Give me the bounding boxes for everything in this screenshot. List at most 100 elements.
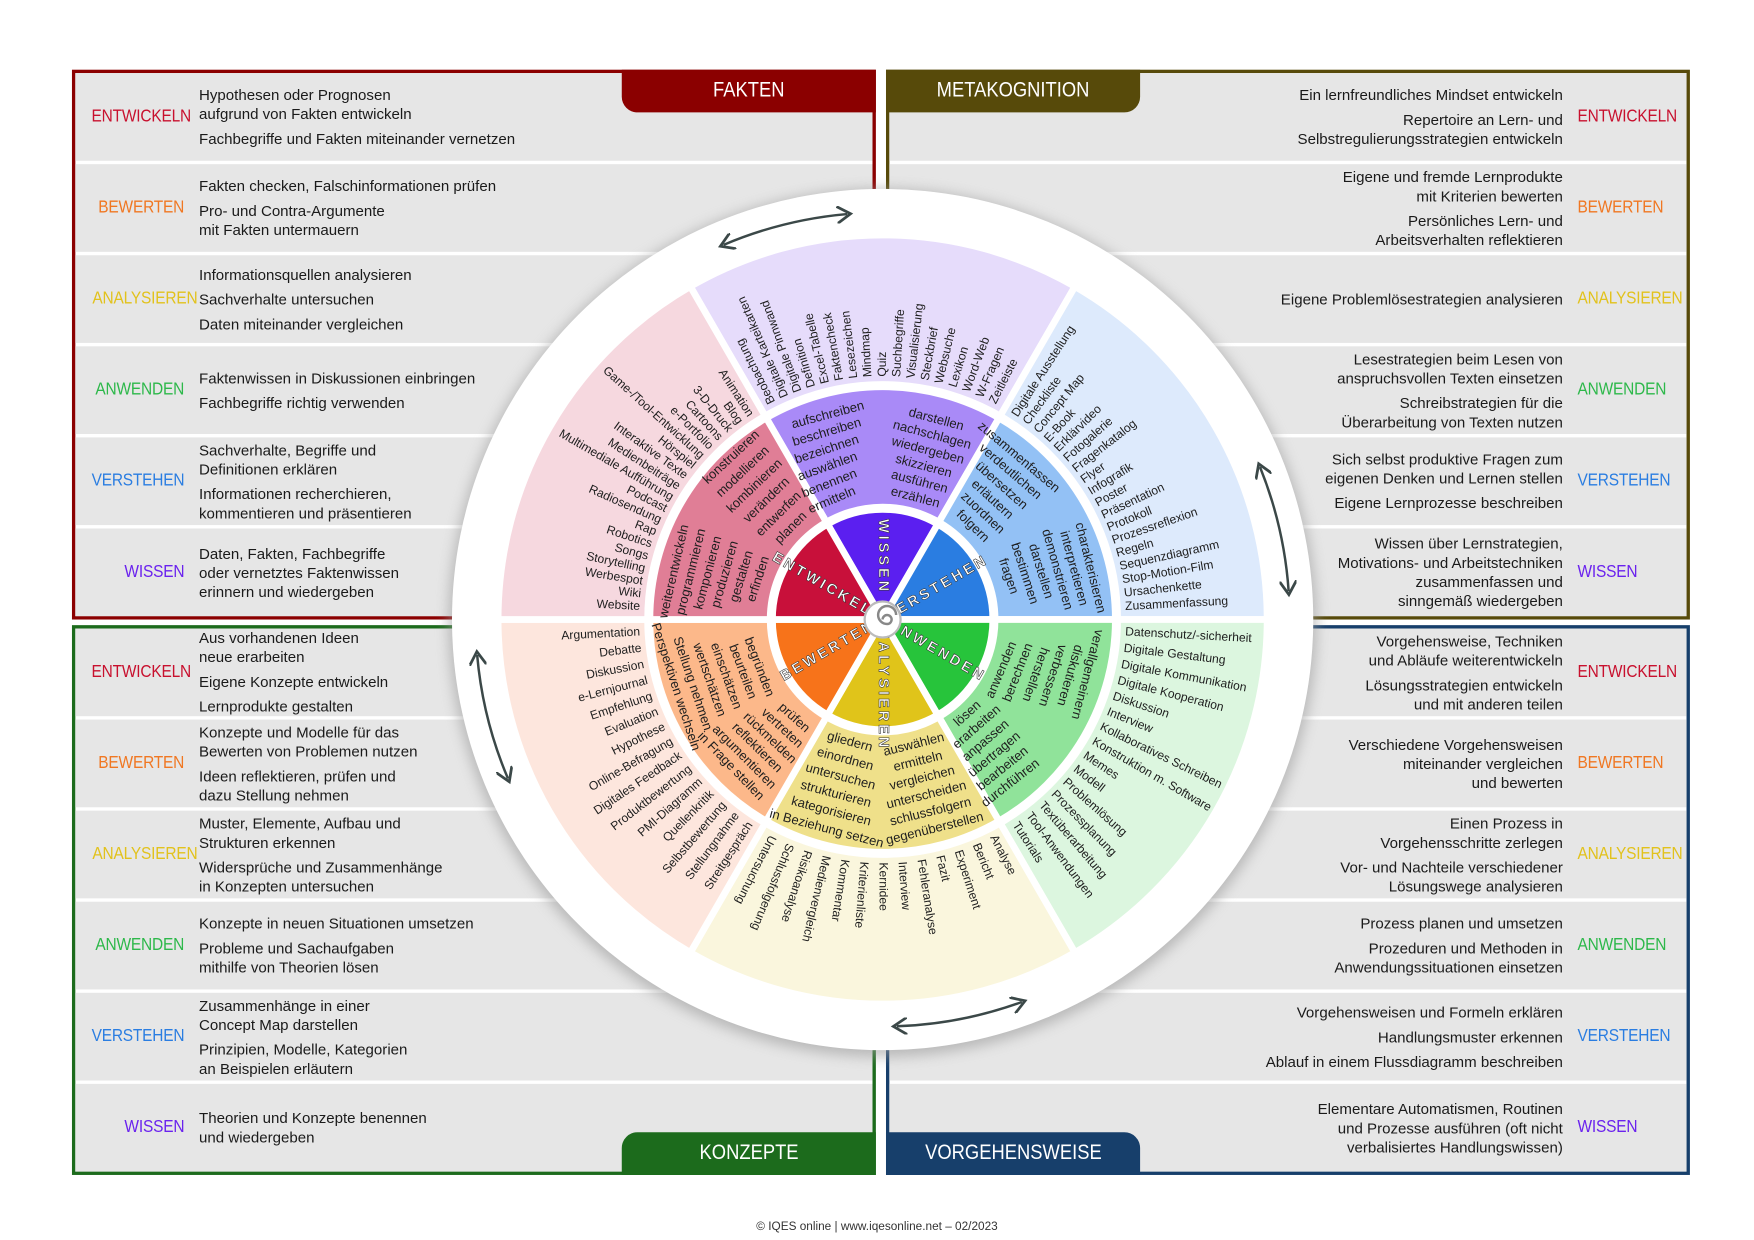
product-label: Interview [895, 861, 913, 911]
core-sector-verstehen [876, 519, 997, 623]
tab-vorgehensweise: VORGEHENSWEISE [885, 1132, 1141, 1175]
competence-list: Daten, Fakten, Fachbegriffe oder vernetz… [199, 544, 872, 601]
curved-double-arrow-icon [1260, 467, 1289, 591]
competence-item: Widersprüche und Zusammenhänge in Konzep… [199, 858, 443, 895]
level-label: VERSTEHEN [91, 1026, 185, 1046]
competence-list: Konzepte und Modelle für das Bewerten vo… [199, 722, 872, 804]
level-label: ANALYSIEREN [1577, 288, 1683, 309]
competence-item: Eigene Problemlösestrategien analysieren [1280, 290, 1563, 308]
competence-item: Vorgehensweisen und Formeln erklären [1296, 1003, 1563, 1021]
competence-item: Theorien und Konzepte benennen und wiede… [199, 1109, 427, 1146]
competence-item: Faktenwissen in Diskussionen einbringen [199, 369, 476, 387]
level-label: ANWENDEN [1577, 380, 1667, 400]
product-label: Kernidee [876, 862, 890, 911]
competence-list: Fakten checken, Falschinformationen prüf… [199, 177, 872, 240]
product-label: Datenschutz/-sicherheit [1125, 624, 1253, 645]
level-label-cell: ANALYSIEREN [75, 289, 197, 309]
level-label-cell: ANALYSIEREN [1577, 844, 1686, 864]
competence-item: Fachbegriffe richtig verwenden [199, 394, 405, 411]
competence-item: Aus vorhandenen Ideen neue erarbeiten [199, 629, 359, 666]
core-sector-analysieren [822, 612, 943, 734]
competence-list: Muster, Elemente, Aufbau und Strukturen … [199, 813, 872, 895]
tab-label: FAKTEN [713, 78, 785, 103]
ring-separator [766, 503, 999, 736]
product-label: Quiz [875, 352, 889, 377]
competence-item: Eigene Lernprozesse beschreiben [1334, 494, 1563, 512]
competence-item: Handlungsmuster erkennen [1377, 1028, 1563, 1046]
level-label-cell: ANWENDEN [1577, 380, 1686, 400]
competence-item: Informationen recherchieren, kommentiere… [199, 485, 412, 522]
level-label: WISSEN [124, 1117, 185, 1137]
competence-list: Eigene Problemlösestrategien analysieren [889, 290, 1563, 309]
core-label-analysieren: ANALYSIEREN [875, 615, 891, 751]
level-label-cell: WISSEN [75, 1117, 185, 1138]
level-label-cell: WISSEN [1577, 1118, 1686, 1138]
competence-item: Daten miteinander vergleichen [199, 315, 404, 333]
competence-item: Vor- und Nachteile verschiedener Lösungs… [1340, 858, 1563, 895]
core-label-wissen: WISSEN [875, 519, 891, 594]
level-label: BEWERTEN [1577, 753, 1664, 773]
competence-item: Sich selbst produktive Fragen zum eigene… [1325, 450, 1563, 487]
competence-item: Zusammenhänge in einer Concept Map darst… [199, 996, 370, 1033]
level-label: VERSTEHEN [91, 471, 185, 491]
competence-item: Eigene und fremde Lernprodukte mit Krite… [1342, 168, 1563, 205]
level-label: ANWENDEN [1577, 935, 1667, 955]
competence-item: Wissen über Lernstrategien, Motivations-… [1337, 535, 1563, 610]
level-label-cell: ANWENDEN [1577, 935, 1686, 955]
competence-item: Ein lernfreundliches Mindset entwickeln [1299, 86, 1563, 104]
ring-separator [644, 381, 1121, 858]
competence-item: Konzepte und Modelle für das Bewerten vo… [199, 723, 418, 760]
level-label: BEWERTEN [98, 197, 185, 218]
competence-list: Vorgehensweise, Techniken und Abläufe we… [889, 631, 1563, 713]
competence-item: Verschiedene Vorgehensweisen miteinander… [1348, 735, 1563, 791]
core-sector-entwickeln [769, 519, 889, 623]
competence-list: Wissen über Lernstrategien, Motivations-… [889, 534, 1563, 610]
competence-item: Ideen reflektieren, prüfen und dazu Stel… [199, 767, 396, 804]
competence-list: Eigene und fremde Lernprodukte mit Krite… [889, 167, 1563, 249]
competence-list: Lesestrategien beim Lesen von anspruchsv… [889, 349, 1563, 431]
product-label: Mindmap [858, 327, 875, 378]
level-row-bewerten: Eigene und fremde Lernprodukte mit Krite… [889, 164, 1687, 252]
tab-label: METAKOGNITION [936, 78, 1090, 103]
competence-list: Sachverhalte, Begriffe und Definitionen … [199, 440, 872, 522]
level-label-cell: BEWERTEN [75, 753, 185, 773]
product-label: Argumentation [561, 624, 640, 642]
product-label: Website [596, 597, 641, 613]
curved-double-arrow-icon [724, 214, 848, 245]
product-label: Zusammenfassung [1125, 594, 1229, 613]
level-label-cell: ENTWICKELN [75, 662, 192, 682]
level-label: ANWENDEN [95, 935, 185, 955]
level-label: WISSEN [1577, 1117, 1638, 1137]
competence-item: Repertoire an Lern- und Selbstregulierun… [1297, 111, 1563, 148]
competence-item: Fakten checken, Falschinformationen prüf… [199, 177, 497, 195]
level-label-cell: ANALYSIEREN [1577, 289, 1686, 309]
level-label-cell: WISSEN [1577, 562, 1686, 582]
copyright-footer: © IQES online | www.iqesonline.net – 02/… [756, 1219, 998, 1234]
tab-label: KONZEPTE [699, 1141, 799, 1165]
level-row-wissen: WISSEN Theorien und Konzepte benennen und… [75, 1083, 873, 1172]
product-label: Kriterienliste [852, 861, 871, 929]
competence-item: Informationsquellen analysieren [199, 265, 412, 283]
level-label: VERSTEHEN [1577, 1026, 1671, 1046]
competence-item: Muster, Elemente, Aufbau und Strukturen … [199, 814, 401, 851]
level-label: WISSEN [1577, 562, 1638, 582]
level-label-cell: ANWENDEN [75, 935, 185, 955]
competence-item: Sachverhalte, Begriffe und Definitionen … [199, 441, 377, 478]
competence-item: Prozess planen und umsetzen [1360, 915, 1563, 933]
competence-item: Pro- und Contra-Argumente mit Fakten unt… [199, 202, 385, 239]
tab-fakten: FAKTEN [621, 69, 876, 113]
level-label-cell: VERSTEHEN [1577, 1027, 1686, 1047]
product-label: Suchbegriffe [889, 309, 907, 378]
core-sector-bewerten [769, 616, 889, 720]
competence-list: Hypothesen oder Prognosen aufgrund von F… [199, 85, 872, 148]
level-label-cell: ANALYSIEREN [75, 844, 197, 864]
level-label: VERSTEHEN [1577, 471, 1671, 491]
